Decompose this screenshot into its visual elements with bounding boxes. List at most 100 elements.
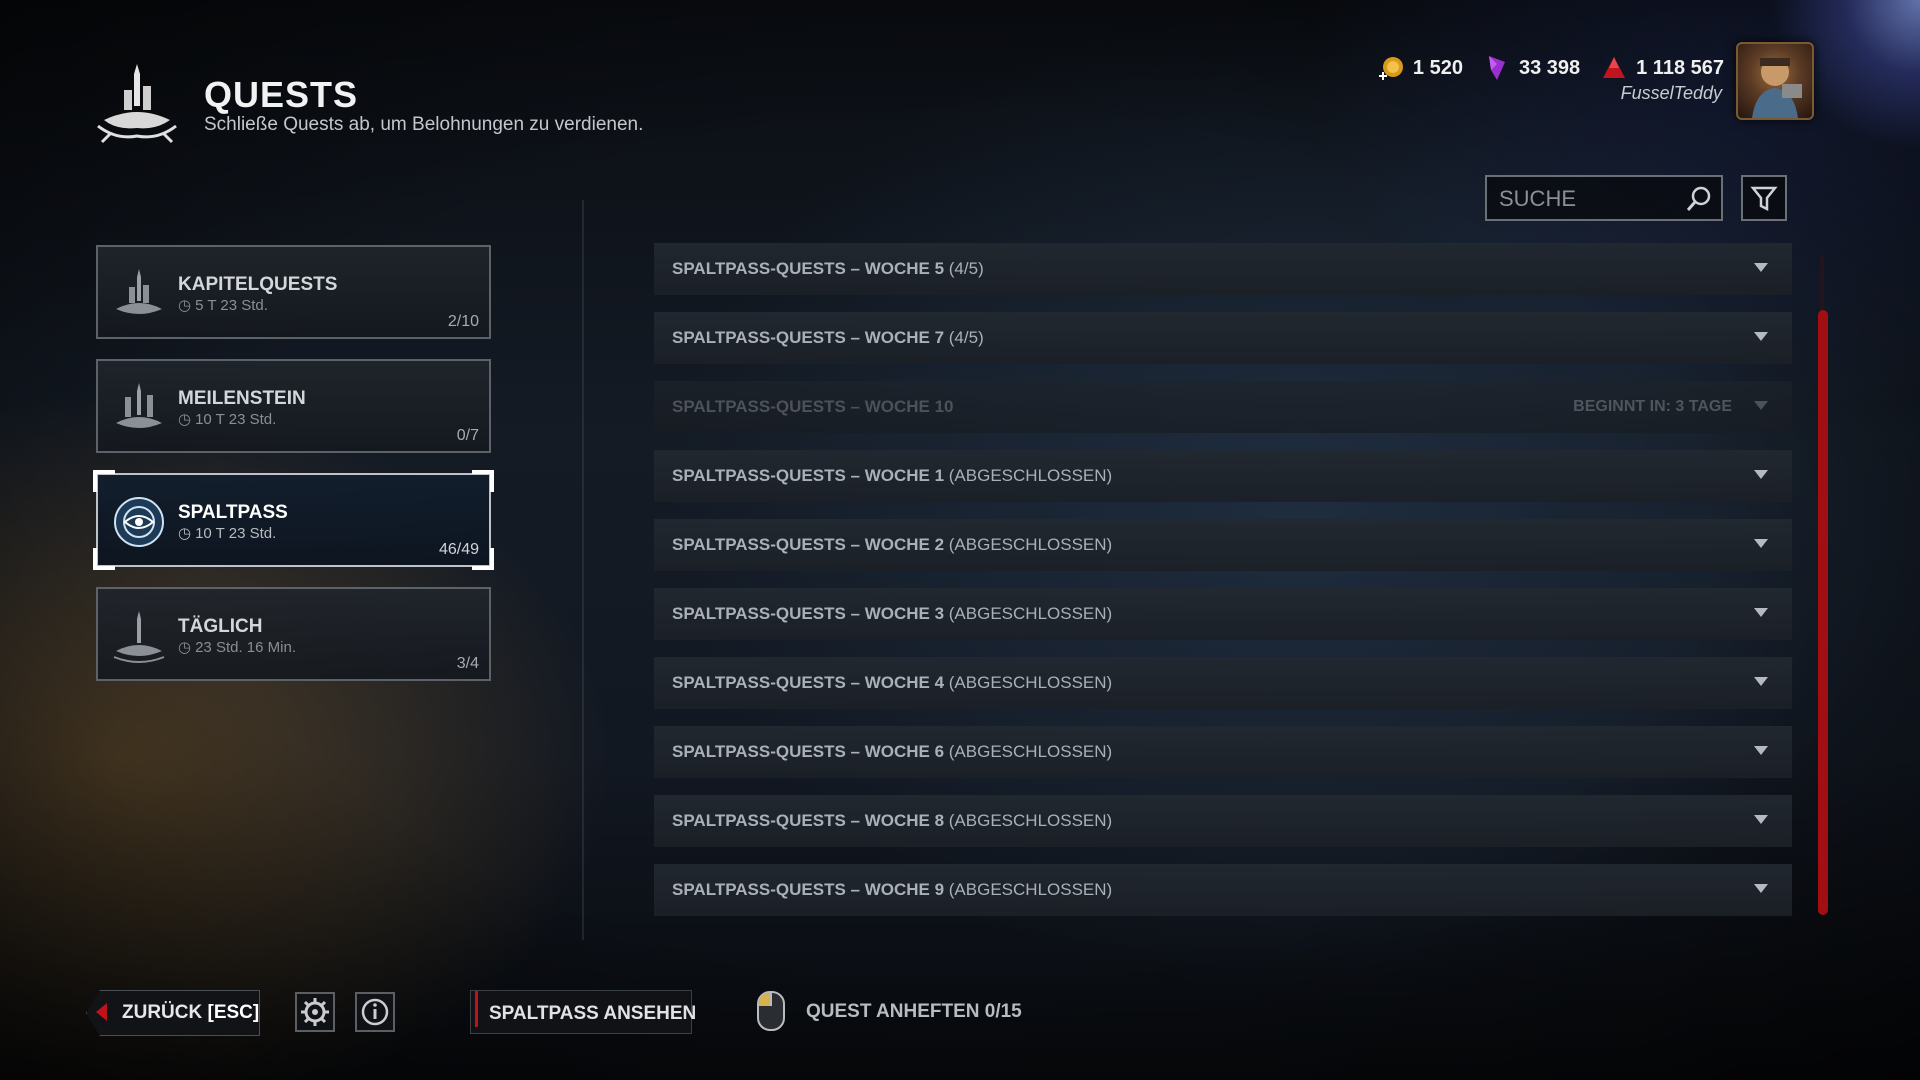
quest-title: SPALTPASS-QUESTS – WOCHE 9	[672, 880, 945, 899]
chevron-down-icon[interactable]	[1754, 677, 1768, 686]
info-button[interactable]	[355, 992, 395, 1032]
blood-drop-icon	[1603, 57, 1626, 78]
auric-cells-counter: 1 118 567	[1600, 54, 1724, 82]
page-title: QUESTS	[204, 74, 359, 115]
chevron-down-icon[interactable]	[1754, 539, 1768, 548]
category-progress: 0/7	[456, 427, 479, 444]
selection-corner	[472, 548, 494, 570]
quest-title: SPALTPASS-QUESTS – WOCHE 4	[672, 673, 945, 692]
quest-row-title: SPALTPASS-QUESTS – WOCHE 3 (ABGESCHLOSSE…	[672, 604, 1112, 624]
player-avatar[interactable]	[1736, 42, 1814, 120]
category-meilenstein[interactable]: MEILENSTEIN ◷10 T 23 Std. 0/7	[96, 359, 491, 453]
chevron-down-icon	[1754, 401, 1768, 410]
quest-status: (4/5)	[944, 259, 984, 278]
gold-coin-icon	[1378, 57, 1403, 80]
search-input[interactable]	[1497, 177, 1681, 221]
bloodpoints-counter: 1 520	[1377, 54, 1463, 82]
quest-status: (ABGESCHLOSSEN)	[944, 535, 1113, 554]
quest-title: SPALTPASS-QUESTS – WOCHE 2	[672, 535, 945, 554]
quest-row-title: SPALTPASS-QUESTS – WOCHE 9 (ABGESCHLOSSE…	[672, 880, 1112, 900]
quest-title: SPALTPASS-QUESTS – WOCHE 7	[672, 328, 945, 347]
quest-row[interactable]: SPALTPASS-QUESTS – WOCHE 2 (ABGESCHLOSSE…	[654, 519, 1792, 571]
quest-row-title: SPALTPASS-QUESTS – WOCHE 5 (4/5)	[672, 259, 984, 279]
quest-title: SPALTPASS-QUESTS – WOCHE 10	[672, 397, 954, 416]
quest-start-countdown: BEGINNT IN: 3 TAGE	[1573, 398, 1732, 415]
back-label: ZURÜCK [ESC]	[122, 1002, 259, 1024]
category-timer: ◷5 T 23 Std.	[178, 296, 268, 315]
category-progress: 3/4	[456, 655, 479, 672]
quest-title: SPALTPASS-QUESTS – WOCHE 8	[672, 811, 945, 830]
quest-title: SPALTPASS-QUESTS – WOCHE 5	[672, 259, 945, 278]
quest-row[interactable]: SPALTPASS-QUESTS – WOCHE 1 (ABGESCHLOSSE…	[654, 450, 1792, 502]
quest-row[interactable]: SPALTPASS-QUESTS – WOCHE 4 (ABGESCHLOSSE…	[654, 657, 1792, 709]
quest-status: (ABGESCHLOSSEN)	[944, 742, 1113, 761]
iridescent-shard-icon	[1488, 56, 1505, 80]
quest-status: (4/5)	[944, 328, 984, 347]
search-box[interactable]	[1485, 175, 1723, 221]
chevron-down-icon[interactable]	[1754, 332, 1768, 341]
clock-icon: ◷	[178, 525, 192, 542]
quest-row[interactable]: SPALTPASS-QUESTS – WOCHE 6 (ABGESCHLOSSE…	[654, 726, 1792, 778]
bloodpoints-value: 1 520	[1412, 56, 1463, 79]
quest-status: (ABGESCHLOSSEN)	[944, 604, 1113, 623]
chevron-down-icon[interactable]	[1754, 884, 1768, 893]
view-rift-pass-button[interactable]: SPALTPASS ANSEHEN	[470, 990, 696, 1034]
filter-icon	[1750, 186, 1778, 212]
selection-corner	[93, 548, 115, 570]
quest-row-title: SPALTPASS-QUESTS – WOCHE 7 (4/5)	[672, 328, 984, 348]
back-button-frame	[86, 990, 260, 1036]
quests-logo-icon	[97, 64, 177, 144]
category-time-value: 23 Std. 16 Min.	[195, 638, 296, 656]
quest-row-title: SPALTPASS-QUESTS – WOCHE 1 (ABGESCHLOSSE…	[672, 466, 1112, 486]
view-rift-pass-label: SPALTPASS ANSEHEN	[489, 1003, 697, 1024]
rift-pass-icon	[114, 497, 164, 547]
category-timer: ◷10 T 23 Std.	[178, 410, 277, 429]
quest-status: (ABGESCHLOSSEN)	[944, 673, 1113, 692]
quest-row-title: SPALTPASS-QUESTS – WOCHE 8 (ABGESCHLOSSE…	[672, 811, 1112, 831]
quest-row[interactable]: SPALTPASS-QUESTS – WOCHE 7 (4/5)	[654, 312, 1792, 364]
milestone-icon	[116, 383, 162, 428]
chapter-quests-icon	[116, 269, 162, 314]
quest-status: (ABGESCHLOSSEN)	[944, 811, 1113, 830]
category-name: TÄGLICH	[178, 616, 263, 637]
category-progress: 2/10	[447, 313, 479, 330]
chevron-down-icon[interactable]	[1754, 815, 1768, 824]
selection-corner	[472, 470, 494, 492]
chevron-down-icon[interactable]	[1754, 263, 1768, 272]
currency-bar: 1 520 33 398 1 118 567	[1377, 52, 1724, 84]
back-arrow-icon	[96, 1003, 107, 1021]
quest-row-title: SPALTPASS-QUESTS – WOCHE 2 (ABGESCHLOSSE…	[672, 535, 1112, 555]
accent-bar	[475, 991, 478, 1027]
category-name: SPALTPASS	[178, 502, 288, 523]
shards-value: 33 398	[1518, 56, 1581, 79]
category-progress: 46/49	[438, 541, 479, 558]
chevron-down-icon[interactable]	[1754, 746, 1768, 755]
quest-row[interactable]: SPALTPASS-QUESTS – WOCHE 8 (ABGESCHLOSSE…	[654, 795, 1792, 847]
gear-icon	[301, 998, 329, 1026]
quest-row[interactable]: SPALTPASS-QUESTS – WOCHE 3 (ABGESCHLOSSE…	[654, 588, 1792, 640]
category-time-value: 10 T 23 Std.	[195, 410, 277, 428]
blood-value: 1 118 567	[1636, 56, 1724, 79]
category-timer: ◷23 Std. 16 Min.	[178, 638, 296, 657]
mouse-click-icon	[757, 991, 785, 1031]
settings-button[interactable]	[295, 992, 335, 1032]
panel-divider	[582, 200, 584, 940]
scrollbar-thumb[interactable]	[1818, 310, 1828, 915]
chevron-down-icon[interactable]	[1754, 608, 1768, 617]
pin-quest-label: QUEST ANHEFTEN 0/15	[806, 1001, 1022, 1022]
category-spaltpass[interactable]: SPALTPASS ◷10 T 23 Std. 46/49	[93, 470, 494, 570]
quest-row[interactable]: SPALTPASS-QUESTS – WOCHE 9 (ABGESCHLOSSE…	[654, 864, 1792, 916]
quest-row-locked: SPALTPASS-QUESTS – WOCHE 10 BEGINNT IN: …	[654, 381, 1792, 433]
quest-row-title: SPALTPASS-QUESTS – WOCHE 10	[672, 397, 954, 417]
category-kapitelquests[interactable]: KAPITELQUESTS ◷5 T 23 Std. 2/10	[96, 245, 491, 339]
filter-button[interactable]	[1741, 175, 1787, 221]
chevron-down-icon[interactable]	[1754, 470, 1768, 479]
page-subtitle: Schließe Quests ab, um Belohnungen zu ve…	[204, 114, 644, 135]
category-time-value: 10 T 23 Std.	[195, 524, 277, 542]
player-username: FusselTeddy	[1620, 83, 1722, 103]
search-icon[interactable]	[1685, 185, 1713, 213]
quest-row[interactable]: SPALTPASS-QUESTS – WOCHE 5 (4/5)	[654, 243, 1792, 295]
quest-title: SPALTPASS-QUESTS – WOCHE 6	[672, 742, 945, 761]
category-time-value: 5 T 23 Std.	[195, 296, 268, 314]
category-taeglich[interactable]: TÄGLICH ◷23 Std. 16 Min. 3/4	[96, 587, 491, 681]
